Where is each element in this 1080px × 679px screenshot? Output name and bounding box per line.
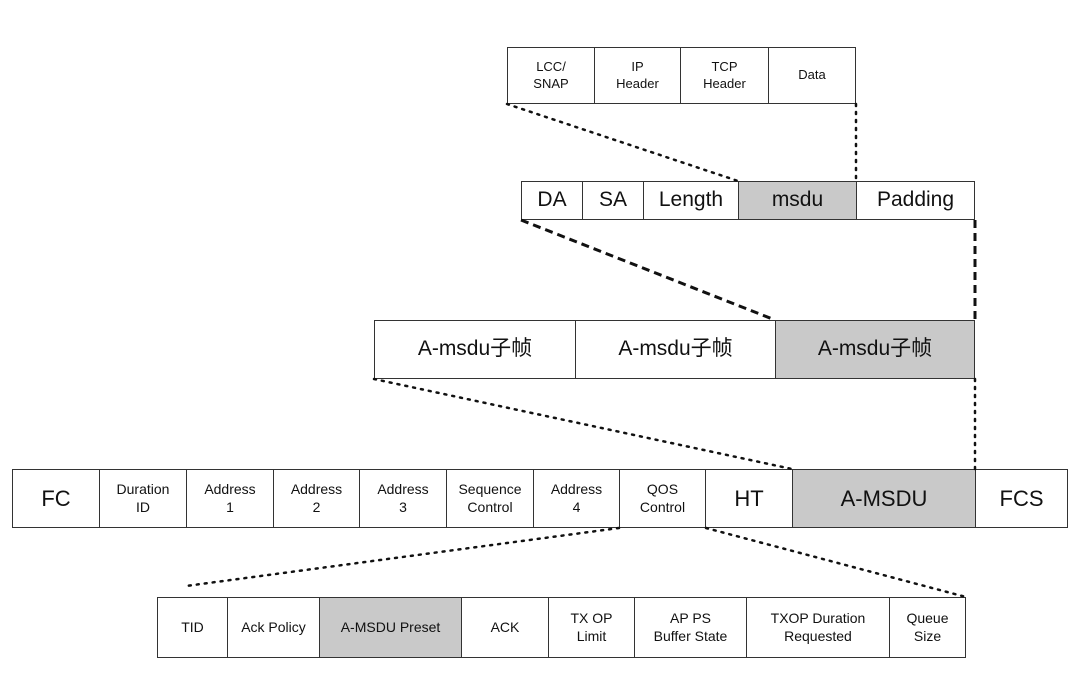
connector-subframe-left bbox=[520, 218, 776, 322]
payload-llc-snap-cell: LCC/ SNAP bbox=[507, 47, 595, 104]
connector-amsdu-left bbox=[372, 377, 794, 471]
subframe-msdu-cell: msdu bbox=[738, 181, 857, 220]
qos-tid-cell: TID bbox=[157, 597, 228, 658]
mac-address-3-cell: Address 3 bbox=[359, 469, 447, 528]
payload-ip-header-cell: IP Header bbox=[594, 47, 681, 104]
mac-address-4-cell: Address 4 bbox=[533, 469, 620, 528]
mac-fcs-cell: FCS bbox=[975, 469, 1068, 528]
connector-payload-left bbox=[505, 102, 740, 183]
qos-ap-ps-buffer-state-cell: AP PS Buffer State bbox=[634, 597, 747, 658]
subframe-da-cell: DA bbox=[521, 181, 583, 220]
qos-txop-limit-cell: TX OP Limit bbox=[548, 597, 635, 658]
qos-a-msdu-preset-cell: A-MSDU Preset bbox=[319, 597, 462, 658]
qos-ack-cell: ACK bbox=[461, 597, 549, 658]
qos-txop-duration-requested-cell: TXOP Duration Requested bbox=[746, 597, 890, 658]
payload-tcp-header-cell: TCP Header bbox=[680, 47, 769, 104]
amsdu-subframe-3-cell: A-msdu子帧 bbox=[775, 320, 975, 379]
mac-duration-id-cell: Duration ID bbox=[99, 469, 187, 528]
qos-ack-policy-cell: Ack Policy bbox=[227, 597, 320, 658]
connector-qos-left bbox=[184, 526, 621, 588]
subframe-sa-cell: SA bbox=[582, 181, 644, 220]
mac-qos-control-cell: QOS Control bbox=[619, 469, 706, 528]
mac-sequence-control-cell: Sequence Control bbox=[446, 469, 534, 528]
subframe-padding-cell: Padding bbox=[856, 181, 975, 220]
mac-fc-cell: FC bbox=[12, 469, 100, 528]
amsdu-subframe-2-cell: A-msdu子帧 bbox=[575, 320, 776, 379]
connector-qos-right bbox=[704, 526, 968, 599]
amsdu-subframe-1-cell: A-msdu子帧 bbox=[374, 320, 576, 379]
payload-data-cell: Data bbox=[768, 47, 856, 104]
mac-ht-cell: HT bbox=[705, 469, 793, 528]
mac-address-2-cell: Address 2 bbox=[273, 469, 360, 528]
mac-address-1-cell: Address 1 bbox=[186, 469, 274, 528]
qos-queue-size-cell: Queue Size bbox=[889, 597, 966, 658]
mac-a-msdu-cell: A-MSDU bbox=[792, 469, 976, 528]
subframe-length-cell: Length bbox=[643, 181, 739, 220]
